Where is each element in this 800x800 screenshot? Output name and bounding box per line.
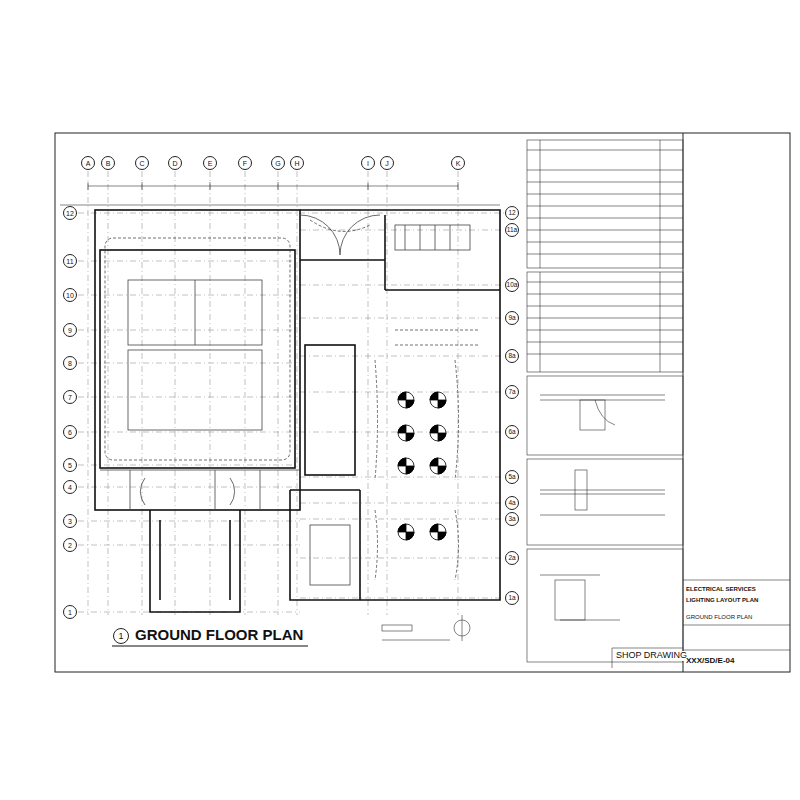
grid-label: G xyxy=(275,160,280,167)
grid-label: 7 xyxy=(68,394,72,401)
grid-bubble: 6a xyxy=(505,425,519,439)
grid-label: 9 xyxy=(68,327,72,334)
title-block-text: LIGHTING LAYOUT PLAN xyxy=(686,597,758,604)
grid-label: K xyxy=(456,160,461,167)
grid-bubble: 6 xyxy=(63,425,77,439)
grid-bubble: C xyxy=(135,156,149,170)
grid-bubble: E xyxy=(203,156,217,170)
grid-label: 11a xyxy=(507,227,517,234)
grid-bubble: 3a xyxy=(505,512,519,526)
grid-label: D xyxy=(172,160,177,167)
grid-label: A xyxy=(86,160,91,167)
grid-label: 8 xyxy=(68,360,72,367)
grid-label: B xyxy=(106,160,111,167)
grid-bubble: 4 xyxy=(63,480,77,494)
title-block-text: GROUND FLOOR PLAN xyxy=(686,614,752,621)
grid-bubble: H xyxy=(290,156,304,170)
grid-bubble: 9a xyxy=(505,311,519,325)
grid-bubble: 1 xyxy=(63,605,77,619)
grid-label: 8a xyxy=(508,353,515,360)
grid-label: 4a xyxy=(508,500,515,507)
grid-label: 2a xyxy=(508,555,515,562)
grid-bubble: 4a xyxy=(505,496,519,510)
grid-label: 9a xyxy=(508,315,515,322)
stamp-text: SHOP DRAWING xyxy=(616,651,687,661)
grid-bubble: B xyxy=(101,156,115,170)
grid-label: 10a xyxy=(507,282,518,289)
drawing-number: XXX/SD/E-04 xyxy=(686,657,734,666)
grid-bubble: 10 xyxy=(63,288,77,302)
grid-label: 6 xyxy=(68,429,72,436)
grid-label: C xyxy=(139,160,144,167)
grid-bubble: I xyxy=(361,156,375,170)
grid-label: I xyxy=(367,160,369,167)
grid-label: 11 xyxy=(66,258,73,265)
grid-label: J xyxy=(385,160,389,167)
grid-label: 6a xyxy=(508,429,515,436)
grid-label: 2 xyxy=(68,542,72,549)
grid-bubble: F xyxy=(238,156,252,170)
grid-bubble: K xyxy=(451,156,465,170)
grid-label: 1 xyxy=(68,609,72,616)
grid-bubble: 8a xyxy=(505,349,519,363)
grid-bubble: J xyxy=(380,156,394,170)
grid-label: 5 xyxy=(68,462,72,469)
grid-label: 5a xyxy=(508,474,515,481)
grid-label: F xyxy=(243,160,247,167)
grid-bubble: 3 xyxy=(63,514,77,528)
grid-bubble: D xyxy=(168,156,182,170)
grid-bubble: 7a xyxy=(505,385,519,399)
grid-label: 12 xyxy=(66,210,74,217)
grid-label: 4 xyxy=(68,484,72,491)
grid-bubble: 1 xyxy=(113,628,129,644)
grid-label: H xyxy=(294,160,299,167)
title-block-text: ELECTRICAL SERVICES xyxy=(686,586,756,593)
grid-bubble: G xyxy=(271,156,285,170)
grid-bubble: 10a xyxy=(505,278,519,292)
grid-bubble: A xyxy=(81,156,95,170)
grid-label: 1a xyxy=(508,595,515,602)
grid-bubble: 1a xyxy=(505,591,519,605)
grid-bubble: 2a xyxy=(505,551,519,565)
grid-bubble: 7 xyxy=(63,390,77,404)
grid-label: 3 xyxy=(68,518,72,525)
grid-label: 12 xyxy=(508,210,515,217)
grid-label: 3a xyxy=(508,516,515,523)
grid-bubble: 12 xyxy=(505,206,519,220)
grid-bubble: 2 xyxy=(63,538,77,552)
grid-bubble: 5a xyxy=(505,470,519,484)
grid-bubble: 8 xyxy=(63,356,77,370)
grid-label: 1 xyxy=(118,632,123,641)
grid-bubble: 5 xyxy=(63,458,77,472)
grid-bubble: 11a xyxy=(505,223,519,237)
grid-bubble: 9 xyxy=(63,323,77,337)
drawing-title: GROUND FLOOR PLAN xyxy=(135,627,303,644)
grid-bubble: 11 xyxy=(63,254,77,268)
grid-label: 10 xyxy=(66,292,74,299)
grid-bubble: 12 xyxy=(63,206,77,220)
grid-label: E xyxy=(208,160,213,167)
grid-label: 7a xyxy=(508,389,515,396)
